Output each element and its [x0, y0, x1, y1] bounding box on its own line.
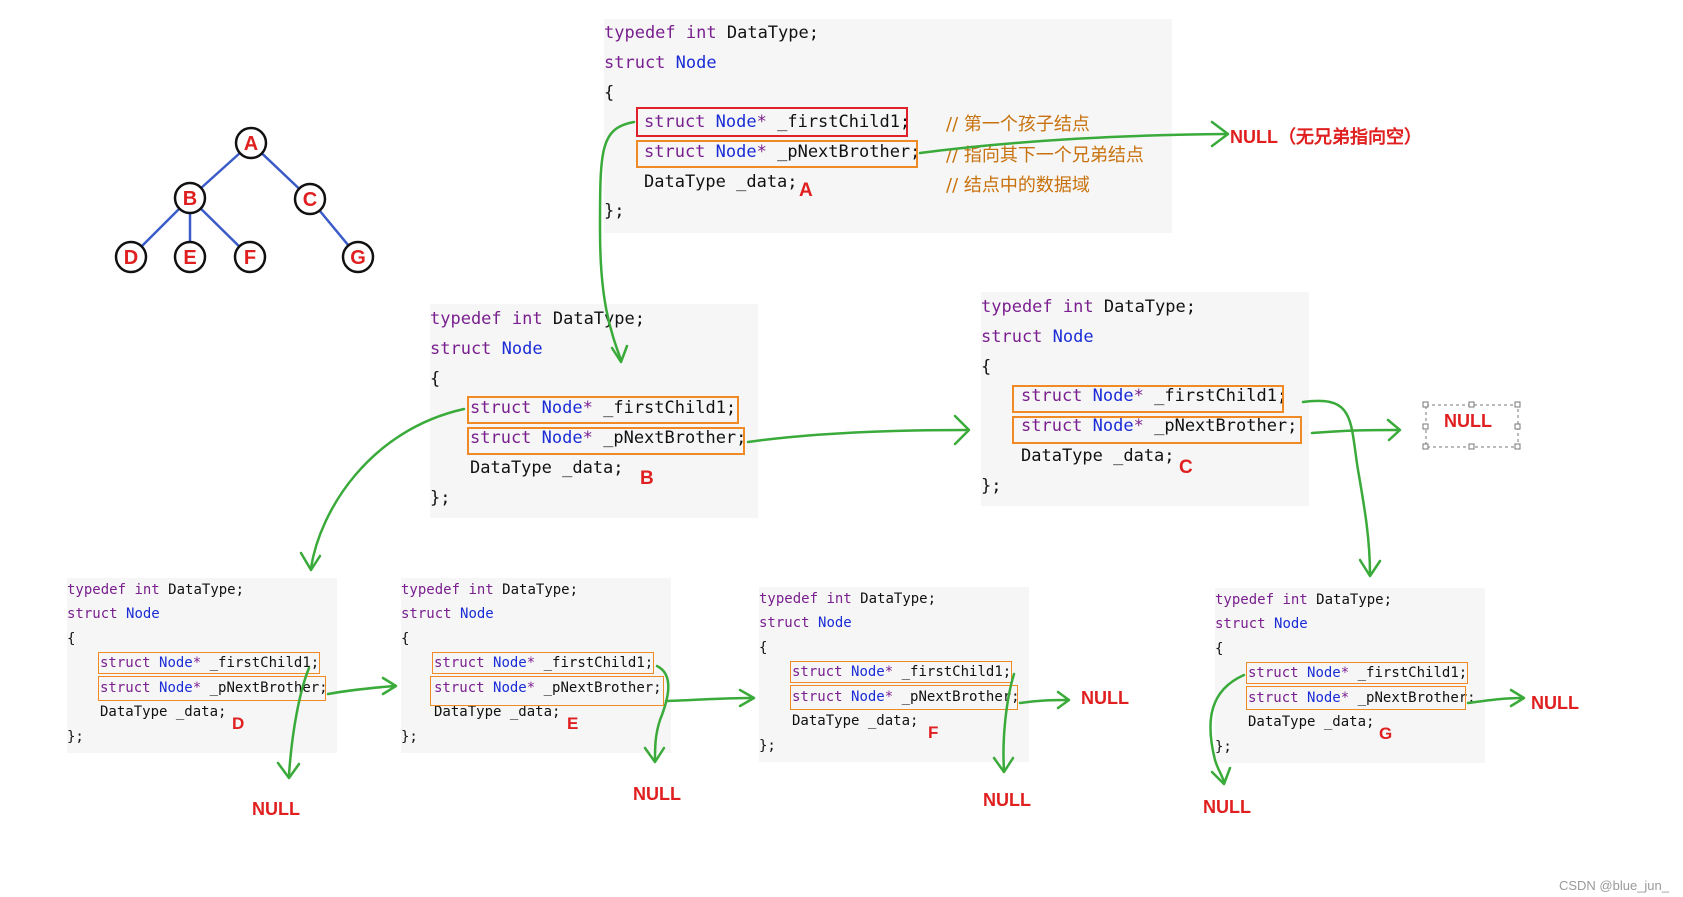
highlight-c-next-brother	[1012, 416, 1302, 444]
tree-edge-b-d	[130, 197, 191, 258]
code-block-f: typedef int DataType; struct Node { stru…	[759, 587, 1029, 762]
selection-handle-mr	[1514, 423, 1521, 430]
highlight-a-first-child	[636, 107, 908, 137]
tree-node-b	[173, 181, 207, 215]
code-block-g: typedef int DataType; struct Node { stru…	[1215, 588, 1485, 763]
tree-label-g: G	[350, 247, 366, 269]
null-label-e-child: NULL	[633, 784, 681, 804]
tree-node-f	[233, 240, 267, 274]
tree-label-b: B	[183, 188, 197, 210]
highlight-d-next-brother	[98, 676, 326, 701]
arrow-e-brother-to-f	[664, 696, 754, 703]
highlight-e-first-child	[432, 652, 654, 674]
selection-handle-br	[1514, 443, 1521, 450]
tree-node-d	[114, 240, 148, 274]
code-block-b: typedef int DataType; struct Node { stru…	[430, 304, 758, 518]
code-block-c: typedef int DataType; struct Node { stru…	[981, 292, 1309, 506]
selection-handle-ml	[1422, 423, 1429, 430]
highlight-d-first-child	[98, 652, 320, 674]
highlight-e-next-brother	[430, 676, 664, 706]
selection-handle-tl	[1422, 401, 1429, 408]
code-block-a: typedef int DataType; struct Node { stru…	[604, 19, 1172, 233]
null-label-g-brother: NULL	[1531, 693, 1579, 713]
comment-data: // 结点中的数据域	[946, 175, 1090, 196]
selection-handle-tm	[1468, 401, 1475, 408]
tree-label-e: E	[183, 247, 196, 269]
tree-edge-a-c	[250, 142, 311, 200]
node-label-c: C	[1179, 457, 1193, 478]
node-label-f: F	[928, 723, 939, 742]
null-label-g-child: NULL	[1203, 797, 1251, 817]
node-label-g: G	[1379, 724, 1393, 743]
arrowhead-d-brother	[381, 676, 398, 696]
tree-label-c: C	[303, 189, 317, 211]
tree-label-f: F	[244, 247, 256, 269]
highlight-g-first-child	[1246, 662, 1468, 684]
comment-next-brother: // 指向其下一个兄弟结点	[946, 145, 1144, 166]
tree-edge-a-b	[189, 142, 252, 199]
arrowhead-b-brother	[953, 414, 971, 446]
tree-label-d: D	[124, 247, 138, 269]
node-label-b: B	[640, 468, 654, 489]
selection-handle-bm	[1468, 443, 1475, 450]
tree-node-g	[341, 240, 375, 274]
watermark: CSDN @blue_jun_	[1558, 878, 1669, 893]
null-label-a-brother: NULL（无兄弟指向空）	[1230, 127, 1422, 147]
highlight-c-first-child	[1012, 385, 1284, 413]
highlight-a-next-brother	[636, 140, 918, 168]
arrowhead-e-brother	[738, 688, 756, 708]
node-label-a: A	[799, 180, 813, 201]
arrow-c-brother-to-null	[1310, 428, 1400, 435]
tree-node-a	[234, 126, 268, 160]
tree-label-a: A	[244, 133, 258, 155]
arrow-c-child-to-g	[1301, 399, 1372, 577]
tree-node-e	[173, 240, 207, 274]
arrow-b-brother-to-c	[746, 428, 969, 444]
highlight-g-next-brother	[1246, 686, 1466, 710]
arrowhead-c-child	[1358, 558, 1382, 578]
tree-edge-c-g	[309, 198, 359, 258]
arrowhead-f-brother	[1056, 690, 1071, 710]
highlight-f-next-brother	[790, 685, 1018, 710]
selection-handle-bl	[1422, 443, 1429, 450]
null-label-f-child: NULL	[983, 790, 1031, 810]
null-label-f-brother: NULL	[1081, 688, 1129, 708]
arrowhead-d-child	[276, 761, 301, 780]
selection-handle-tr	[1514, 401, 1521, 408]
node-label-d: D	[232, 714, 245, 733]
arrowhead-b-child	[299, 551, 322, 572]
comment-first-child: // 第一个孩子结点	[946, 114, 1090, 135]
node-label-e: E	[567, 714, 579, 733]
null-label-d-child: NULL	[252, 799, 300, 819]
null-label-c-brother: NULL	[1444, 411, 1492, 431]
arrowhead-g-brother	[1509, 688, 1526, 708]
highlight-f-first-child	[790, 661, 1012, 683]
arrowhead-a-brother	[1210, 120, 1230, 148]
highlight-b-next-brother	[467, 427, 745, 455]
arrow-d-brother-to-e	[326, 684, 396, 696]
arrowhead-g-child	[1210, 766, 1232, 786]
highlight-b-first-child	[467, 396, 739, 424]
tree-edge-b-f	[189, 197, 251, 258]
tree-node-c	[293, 182, 327, 216]
code-block-e: typedef int DataType; struct Node { stru…	[401, 578, 671, 753]
arrowhead-c-brother	[1386, 418, 1402, 442]
